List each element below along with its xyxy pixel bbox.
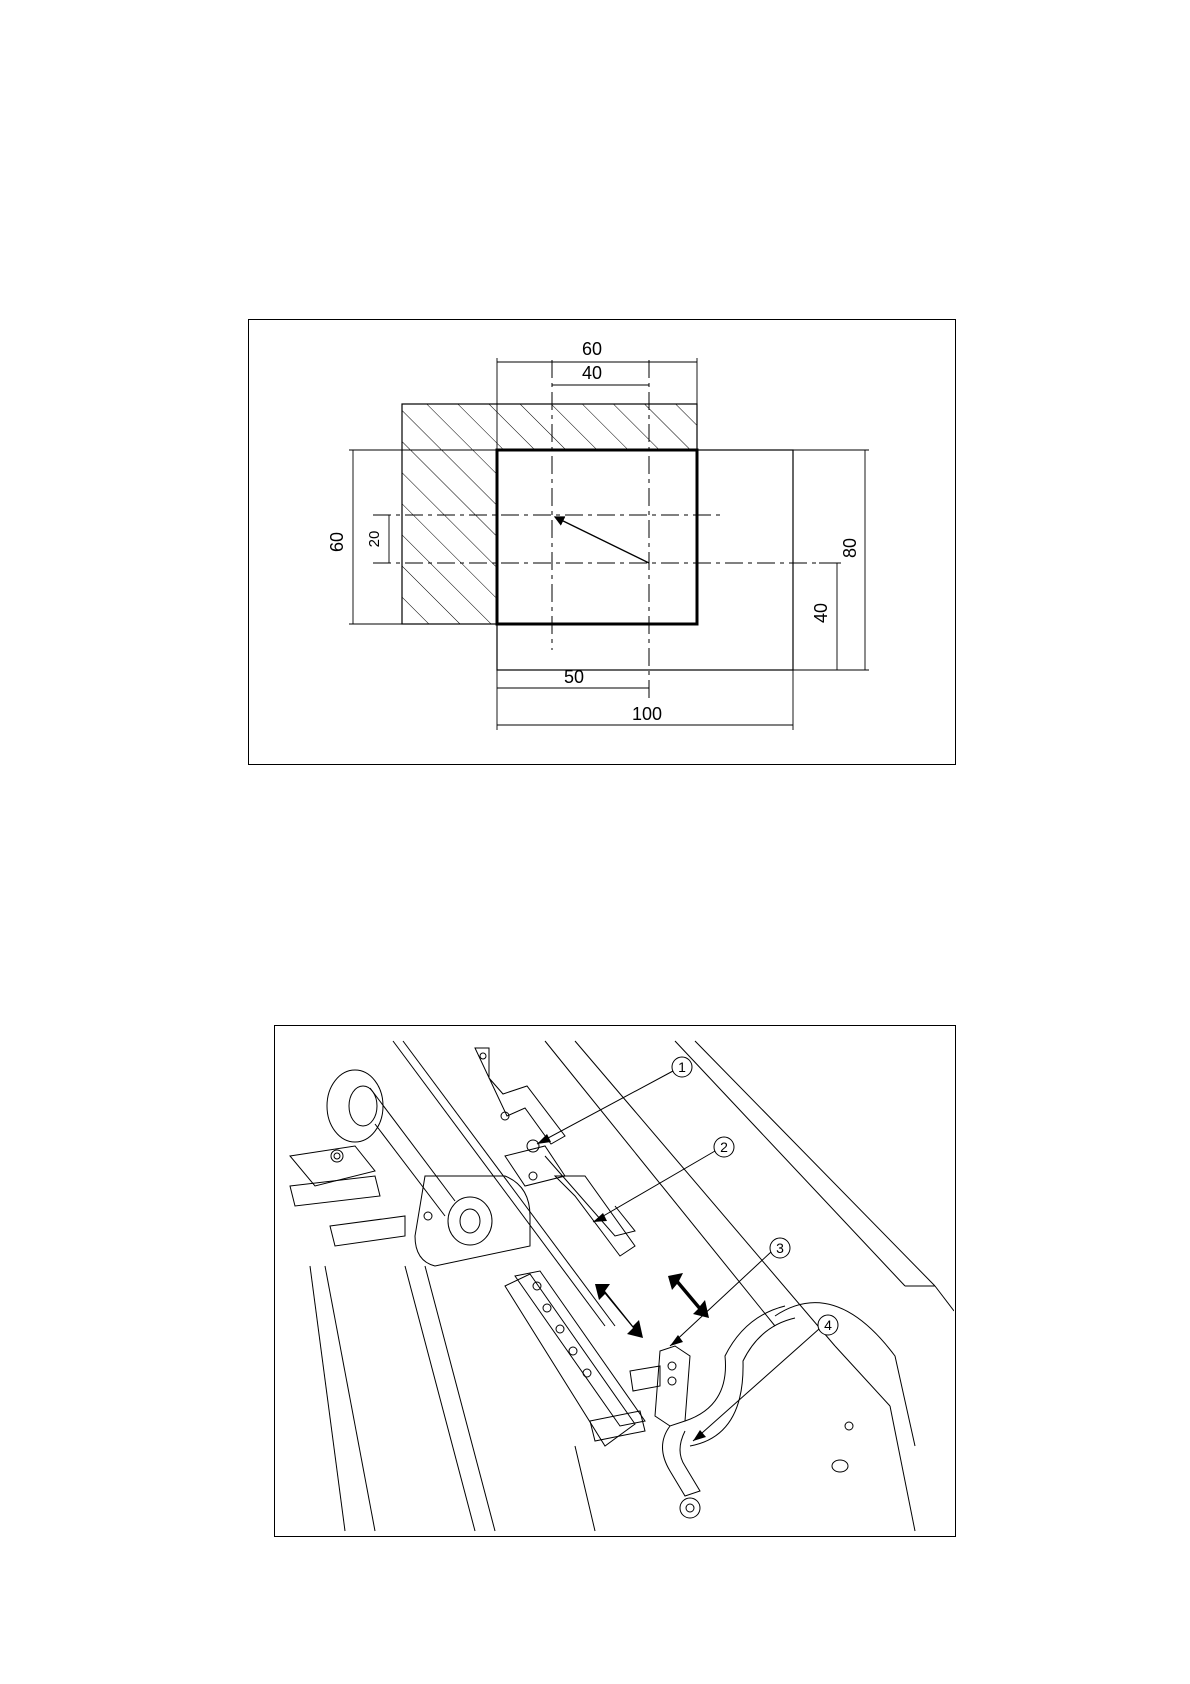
dim-bottom-outer: 100: [632, 704, 662, 724]
assembly-illustration: 1 2 3 4: [275, 1026, 954, 1535]
callout-1-label: 1: [678, 1059, 686, 1075]
machine-drawing: [290, 1041, 954, 1531]
assembly-illustration-frame: 1 2 3 4: [274, 1025, 956, 1537]
callout-4-label: 4: [824, 1317, 832, 1333]
callout-1: 1: [672, 1057, 692, 1077]
dim-bottom-inner: 50: [564, 667, 584, 687]
callout-2-label: 2: [720, 1139, 728, 1155]
hatched-rectangle: [402, 404, 697, 624]
movement-arrows: [595, 1273, 709, 1338]
dimension-drawing: 60 40 60 20 80 40 50 100: [249, 320, 954, 763]
dim-right-outer: 80: [840, 538, 860, 558]
callout-3: 3: [770, 1238, 790, 1258]
callout-2: 2: [714, 1137, 734, 1157]
dim-left-outer: 60: [327, 532, 347, 552]
dim-top-outer: 60: [582, 339, 602, 359]
dim-right-inner: 40: [811, 603, 831, 623]
dim-top-inner: 40: [582, 363, 602, 383]
dim-left-inner: 20: [366, 531, 383, 548]
dimension-drawing-frame: 60 40 60 20 80 40 50 100: [248, 319, 956, 765]
callout-3-label: 3: [776, 1240, 784, 1256]
callout-4: 4: [818, 1315, 838, 1335]
